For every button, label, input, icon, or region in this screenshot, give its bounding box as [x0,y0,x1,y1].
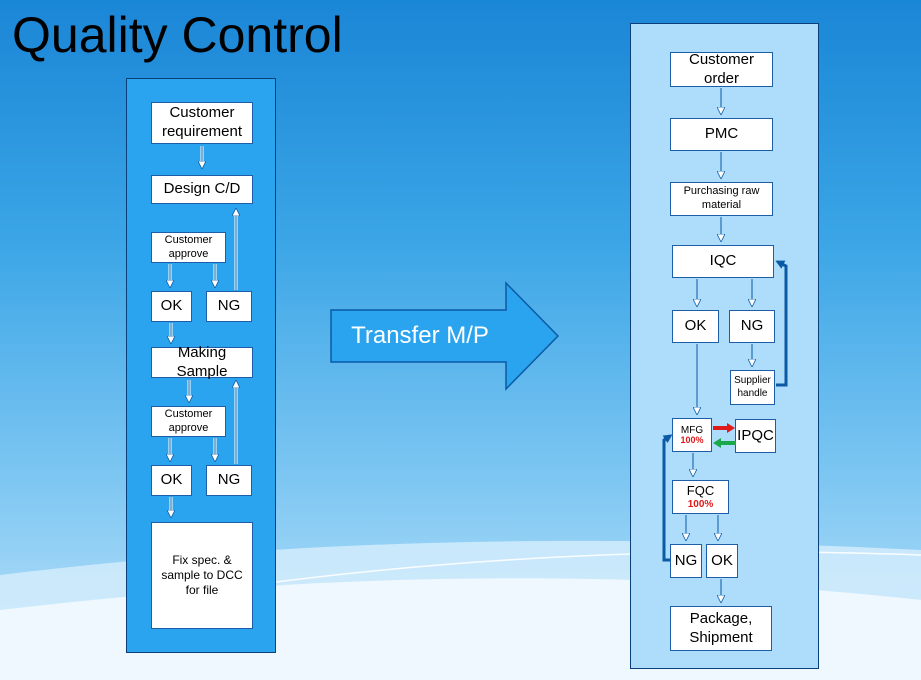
fqc-label: FQC [686,483,715,499]
ok-box-final: OK [706,544,738,578]
ng-box-2: NG [206,465,252,496]
customer-requirement-box: Customer requirement [151,102,253,144]
customer-approve-box-2: Customer approve [151,406,226,437]
ipqc-box: IPQC [735,419,776,453]
package-shipment-box: Package, Shipment [670,606,772,651]
iqc-box: IQC [672,245,774,278]
pmc-box: PMC [670,118,773,151]
ok-box-iqc: OK [672,310,719,343]
design-cd-box: Design C/D [151,175,253,204]
making-sample-box: Making Sample [151,344,253,380]
customer-approve-box-1: Customer approve [151,232,226,263]
mfg-box: MFG 100% [672,418,712,452]
ok-box-2: OK [151,465,192,496]
page-title: Quality Control [12,7,343,63]
ok-box-1: OK [151,291,192,322]
fix-spec-box: Fix spec. & sample to DCC for file [151,522,253,629]
ng-box-iqc: NG [729,310,775,343]
purchasing-raw-material-box: Purchasing raw material [670,182,773,216]
customer-order-box: Customer order [670,51,773,87]
ng-box-1: NG [206,291,252,322]
supplier-handle-box: Supplier handle [730,370,775,405]
ng-box-final: NG [670,544,702,578]
mfg-label: MFG [680,424,704,436]
mfg-percent: 100% [680,434,704,445]
fqc-percent: 100% [687,498,714,510]
fqc-box: FQC 100% [672,480,729,514]
